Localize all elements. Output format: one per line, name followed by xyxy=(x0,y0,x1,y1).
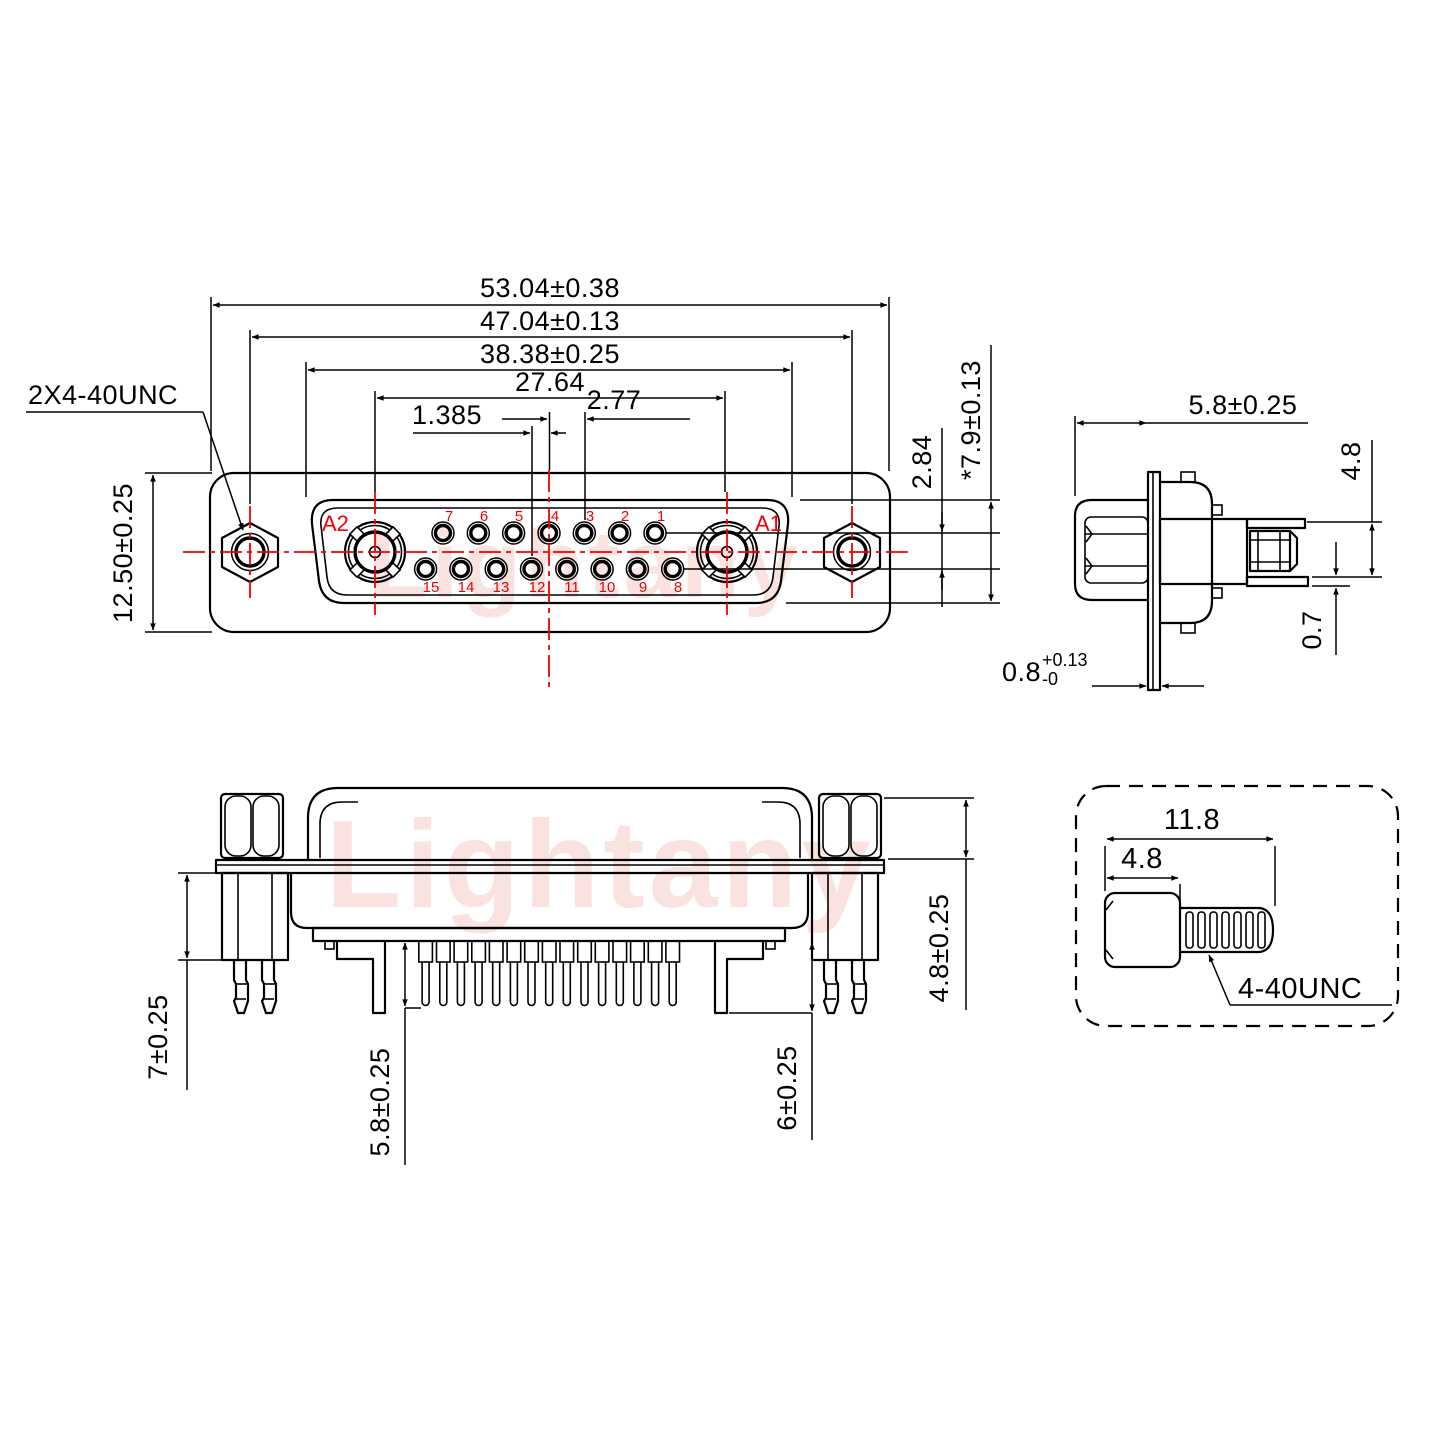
dim-4-8-side: 4.8 xyxy=(1336,441,1366,480)
detail-frame xyxy=(1074,784,1400,1028)
mounting-plate xyxy=(1146,470,1162,692)
solder-pins xyxy=(417,940,681,1007)
pin-label-14: 14 xyxy=(458,579,475,596)
pin-label-10: 10 xyxy=(599,579,616,596)
dim-4-8-screw: 4.8 xyxy=(1121,843,1163,875)
dim-7: 7±0.25 xyxy=(143,994,173,1079)
pin-label-12: 12 xyxy=(529,579,546,596)
screw-detail: 11.8 4.8 4-40UNC xyxy=(1074,784,1400,1028)
pin-label-1: 1 xyxy=(657,508,665,525)
dim-5-8-side: 5.8±0.25 xyxy=(1189,390,1298,420)
coax-barrel-side xyxy=(1248,529,1299,573)
dim-6: 6±0.25 xyxy=(772,1045,802,1130)
coax-tail-right xyxy=(713,941,765,1015)
dim-2-84: 2.84 xyxy=(907,435,937,490)
pin-label-4: 4 xyxy=(551,508,559,525)
pin-label-6: 6 xyxy=(480,508,488,525)
dim-0-8-tol-minus: -0 xyxy=(1042,669,1058,689)
shell-rear-bottomview xyxy=(306,786,814,860)
insulator-side xyxy=(1158,517,1249,586)
dim-0-8-tol-plus: +0.13 xyxy=(1042,650,1088,670)
bottom-dimensions: 7±0.25 5.8±0.25 6±0.25 4.8±0.25 xyxy=(143,797,974,1165)
pin-label-5: 5 xyxy=(515,508,523,525)
shell-inner xyxy=(320,507,780,596)
front-shell xyxy=(1160,480,1214,625)
coax-tail-left xyxy=(335,941,387,1015)
dim-5-8-bottom: 5.8±0.25 xyxy=(365,1048,395,1157)
front-dimensions: 53.04±0.38 47.04±0.13 38.38±0.25 27.64 2… xyxy=(26,273,1000,633)
screw-dimensions: 11.8 4.8 xyxy=(1104,804,1276,906)
flange-plate-bottomview xyxy=(214,858,886,875)
bracket-right xyxy=(810,871,880,1015)
rear-shell xyxy=(1073,498,1148,602)
screw-body xyxy=(1103,891,1275,969)
shell-outer xyxy=(310,498,790,605)
bottom-view: 7±0.25 5.8±0.25 6±0.25 4.8±0.25 xyxy=(143,786,974,1165)
pin-label-3: 3 xyxy=(586,508,594,525)
dim-27-64: 27.64 xyxy=(515,367,585,397)
standoff-right xyxy=(817,792,883,860)
solder-pin-side xyxy=(1245,575,1310,588)
dim-0-8: 0.8 xyxy=(1002,657,1041,687)
side-view: 5.8±0.25 4.8 0.7 0.8 +0.13 -0 xyxy=(1002,390,1382,692)
watermark-front: Lightany xyxy=(369,511,801,618)
front-view: 7 6 5 4 3 2 1 15 14 13 12 11 10 9 8 A2 A… xyxy=(26,273,1000,688)
thread-callout: 2X4-40UNC xyxy=(28,380,178,410)
dim-7-9: *7.9±0.13 xyxy=(956,360,986,480)
thread-label: 4-40UNC xyxy=(1238,973,1362,1005)
dim-12-50: 12.50±0.25 xyxy=(108,483,138,623)
dim-11-8: 11.8 xyxy=(1164,804,1220,836)
pin-label-9: 9 xyxy=(639,579,647,596)
pin-label-2: 2 xyxy=(621,508,629,525)
side-dimensions: 5.8±0.25 4.8 0.7 0.8 +0.13 -0 xyxy=(1002,390,1382,689)
screw-thread-callout: 4-40UNC xyxy=(1208,954,1392,1006)
dim-47-04: 47.04±0.13 xyxy=(480,306,620,336)
front-centerlines xyxy=(183,470,912,688)
dim-4-8-bottom: 4.8±0.25 xyxy=(924,894,954,1003)
pin-label-15: 15 xyxy=(423,579,440,596)
top-beam xyxy=(1245,517,1307,530)
dim-0-7: 0.7 xyxy=(1297,610,1327,649)
dim-38-38: 38.38±0.25 xyxy=(480,339,620,369)
dim-53-04: 53.04±0.38 xyxy=(480,273,620,303)
bracket-left xyxy=(220,871,290,1015)
pin-label-11: 11 xyxy=(564,579,580,596)
dim-1-385: 1.385 xyxy=(412,400,482,430)
coax-label-a1: A1 xyxy=(755,511,782,536)
dim-2-77: 2.77 xyxy=(587,385,642,415)
pins-bottom-row xyxy=(413,557,685,581)
standoff-left xyxy=(219,792,285,860)
watermark-text: Lightany xyxy=(369,511,801,618)
pin-label-8: 8 xyxy=(674,579,682,596)
pin-labels: 7 6 5 4 3 2 1 15 14 13 12 11 10 9 8 A2 A… xyxy=(322,508,782,596)
pin-label-7: 7 xyxy=(445,508,453,525)
pin-label-13: 13 xyxy=(493,579,510,596)
coax-label-a2: A2 xyxy=(322,511,349,536)
